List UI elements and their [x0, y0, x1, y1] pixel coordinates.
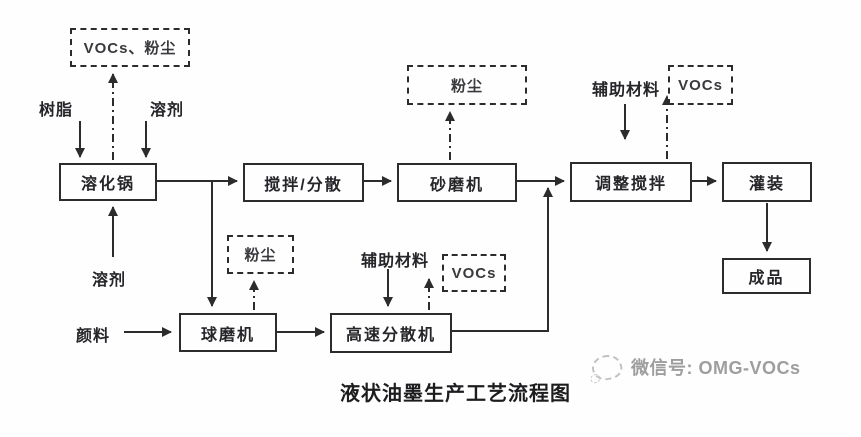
emission-box-dust-bottom: 粉尘 — [227, 235, 294, 274]
input-label-pigment: 颜料 — [75, 328, 110, 345]
emission-box-dust-top: 粉尘 — [407, 65, 527, 105]
input-label-solvent-bottom: 溶剂 — [91, 272, 126, 289]
node-melting-pot: 溶化锅 — [59, 163, 157, 201]
watermark-text: 微信号: OMG-VOCs — [631, 358, 801, 378]
emission-box-vocs-top: VOCs — [668, 65, 733, 105]
node-filling: 灌装 — [722, 162, 812, 202]
node-high-speed-disperser: 高速分散机 — [330, 313, 452, 353]
node-ball-mill: 球磨机 — [179, 313, 277, 352]
emission-box-vocs-dust: VOCs、粉尘 — [70, 28, 190, 67]
input-label-auxiliary-bottom: 辅助材料 — [360, 253, 429, 270]
node-adjust-stir: 调整搅拌 — [570, 162, 692, 202]
diagram-title: 液状油墨生产工艺流程图 — [340, 383, 571, 405]
input-label-resin: 树脂 — [38, 102, 73, 119]
input-label-auxiliary-top: 辅助材料 — [591, 82, 660, 99]
doodle-stamp-icon — [589, 351, 625, 383]
arrow-high-speed-disperser-to-main-line — [452, 187, 553, 332]
node-stir-disperse: 搅拌/分散 — [243, 163, 364, 202]
node-sand-mill: 砂磨机 — [397, 163, 517, 202]
emission-box-vocs-bottom: VOCs — [442, 254, 506, 292]
input-label-solvent-top: 溶剂 — [149, 102, 184, 119]
watermark: 微信号: OMG-VOCs — [589, 351, 801, 383]
node-finished-product: 成品 — [722, 258, 811, 294]
